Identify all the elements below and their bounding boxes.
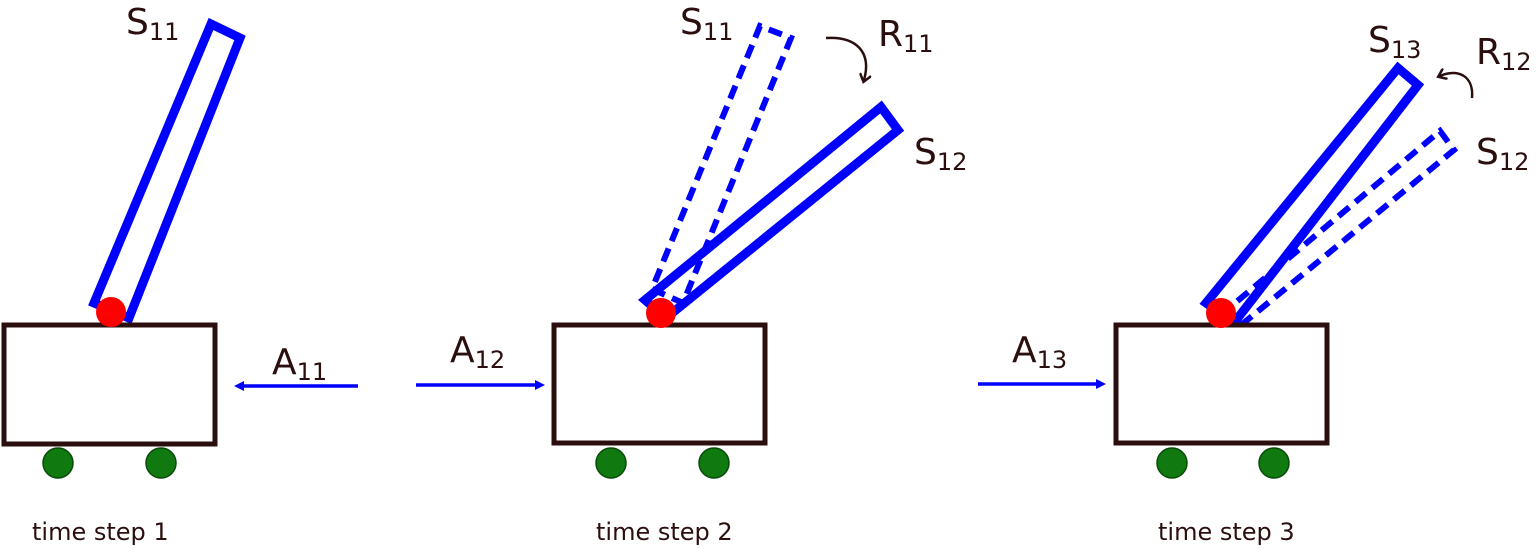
cart-body [1113, 322, 1330, 446]
wheel-right [145, 447, 177, 479]
cart-body [551, 322, 768, 446]
caption: time step 1 [32, 518, 169, 546]
pole-solid [88, 17, 246, 324]
pivot-joint [1206, 298, 1236, 328]
caption: time step 3 [1158, 518, 1295, 546]
rotation-arrow-clockwise [825, 36, 866, 80]
panel-time-step-3: A13 S13 S12 R12 time step 3 [978, 20, 1532, 546]
state-label-current: S13 [1368, 20, 1421, 64]
rotation-label: R12 [1476, 32, 1532, 76]
rotation-arrow-counterclockwise [1440, 73, 1474, 99]
panel-time-step-2: A12 S11 S12 R11 time step 2 [416, 2, 967, 546]
rotation-label: R11 [878, 14, 934, 58]
pole-dashed [648, 22, 795, 308]
wheel-right [698, 447, 730, 479]
action-label: A11 [272, 342, 327, 386]
state-label: S11 [126, 2, 179, 46]
state-label-previous: S12 [1476, 132, 1529, 176]
action-label: A13 [1012, 330, 1067, 374]
pivot-joint [646, 298, 676, 328]
panel-time-step-1: A11 S11 time step 1 [1, 2, 358, 546]
pole-solid [1199, 61, 1425, 330]
action-label: A12 [450, 330, 505, 374]
caption: time step 2 [596, 518, 733, 546]
wheel-left [1156, 447, 1188, 479]
state-label-current: S12 [914, 132, 967, 176]
state-label-previous: S11 [680, 2, 733, 46]
cart-body [1, 322, 218, 447]
wheel-left [42, 447, 74, 479]
pivot-joint [96, 297, 126, 327]
wheel-right [1258, 447, 1290, 479]
wheel-left [595, 447, 627, 479]
